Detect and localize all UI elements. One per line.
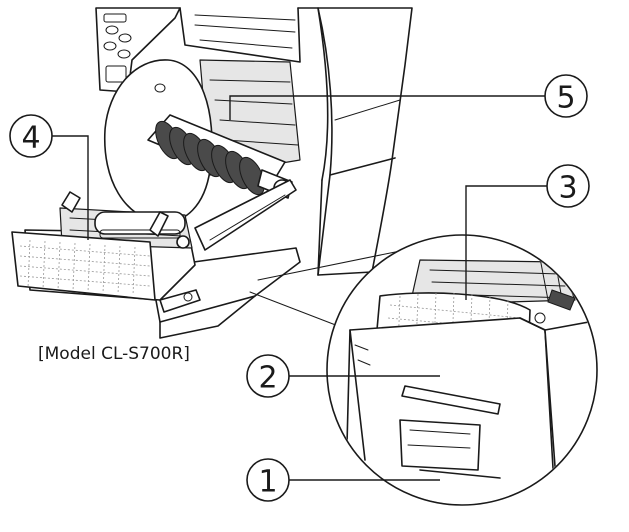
- callout-4-label: 4: [21, 121, 40, 156]
- callout-3-label: 3: [558, 171, 577, 206]
- callout-5: 5: [229, 74, 588, 120]
- callout-2: 2: [246, 354, 440, 398]
- callout-5-label: 5: [556, 81, 575, 116]
- spindle-ribs: [155, 120, 265, 196]
- callout-2-label: 2: [258, 361, 277, 396]
- callout-1: 1: [246, 458, 440, 502]
- callout-1-label: 1: [258, 465, 277, 500]
- callout-4: 4: [9, 114, 89, 240]
- media-roll-front: [11, 231, 156, 301]
- callout-3: 3: [465, 164, 590, 300]
- model-caption: [Model CL-S700R]: [38, 344, 190, 364]
- magnified-detail: [249, 234, 598, 506]
- media-spindle: [147, 114, 293, 199]
- control-buttons: [103, 13, 132, 83]
- opened-print-mechanism: [11, 179, 301, 339]
